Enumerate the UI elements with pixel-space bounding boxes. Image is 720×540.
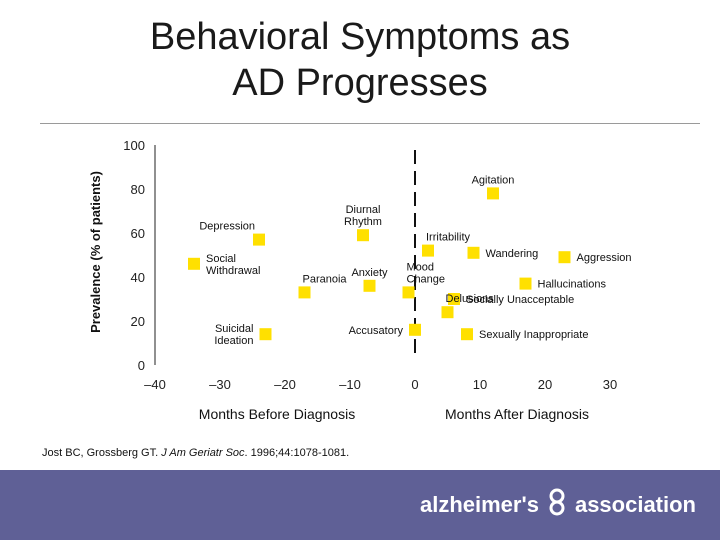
y-tick-label: 0 [138,358,145,373]
x-tick-label: –40 [144,377,166,392]
x-tick-label: –30 [209,377,231,392]
citation: Jost BC, Grossberg GT. J Am Geriatr Soc.… [42,447,349,459]
x-tick-label: 30 [603,377,617,392]
x-axis-title-before: Months Before Diagnosis [199,406,355,422]
data-point-label-line: Change [407,273,446,285]
citation-journal: J Am Geriatr Soc [161,447,245,459]
data-point-label: Socially Unacceptable [466,294,574,306]
y-tick-label: 100 [123,138,145,153]
data-point-label: Paranoia [303,273,348,285]
data-point-label: Anxiety [351,267,388,279]
data-point-marker [467,246,480,259]
x-axis-title-after: Months After Diagnosis [445,406,589,422]
x-tick-label: –20 [274,377,296,392]
data-point-label-line: Withdrawal [206,265,260,277]
data-point-marker [298,286,311,299]
data-point-label: Depression [199,221,255,233]
data-point-marker [487,187,499,200]
y-tick-label: 80 [131,182,145,197]
data-point-label-line: Irritability [426,232,471,244]
data-point-label-line: Social [206,253,236,265]
purple-link-icon [545,487,569,523]
title-line-2: AD Progresses [232,62,488,104]
data-point-label-line: Depression [199,221,255,233]
data-point-marker [558,251,571,264]
data-point-label-line: Sexually Inappropriate [479,329,588,341]
data-point-label: Wandering [486,248,539,260]
y-tick-label: 20 [131,314,145,329]
data-point-marker [409,323,421,336]
x-tick-label: 20 [538,377,552,392]
x-tick-label: 10 [473,377,487,392]
page-title: Behavioral Symptoms as AD Progresses [0,14,720,106]
data-point-label-line: Hallucinations [538,279,607,291]
x-tick-label: 0 [411,377,418,392]
data-point-label-line: Socially Unacceptable [466,294,574,306]
data-point-label-line: Paranoia [303,273,348,285]
y-axis-title: Prevalence (% of patients) [88,171,103,333]
data-point-marker [253,233,265,246]
data-point-label: Irritability [426,232,471,244]
y-tick-label: 40 [131,270,145,285]
title-divider [40,123,700,124]
brand-logo: alzheimer's association [419,487,696,523]
data-point-marker [363,279,376,292]
data-point-marker [519,277,532,290]
brand-text-right: association [574,492,696,517]
data-point-label-line: Wandering [486,248,539,260]
data-point-label-line: Delusions [446,293,495,305]
data-point-label-line: Anxiety [351,267,388,279]
title-line-1: Behavioral Symptoms as [149,16,571,58]
data-point-label: Agitation [472,174,515,186]
data-point-marker [441,306,454,319]
data-point-label-line: Diurnal [346,204,381,216]
brand-text-left: alzheimer's [419,492,539,517]
y-tick-label: 60 [131,226,145,241]
data-point-marker [422,244,434,257]
data-point-label: Sexually Inappropriate [479,329,588,341]
data-point-label-line: Mood [407,261,435,273]
data-point-marker [188,257,200,270]
data-point-label-line: Rhythm [344,216,382,228]
data-point-marker [461,328,473,341]
citation-details: . 1996;44:1078-1081. [244,447,350,459]
data-point-marker [448,293,460,305]
data-point-marker [259,328,272,341]
footer-bar: alzheimer's association [0,470,720,540]
data-point-label-line: Suicidal [215,323,254,335]
data-point-label: Aggression [577,252,632,264]
data-point-label: Accusatory [349,325,404,337]
data-point-label-line: Aggression [577,252,632,264]
data-point-marker [357,229,369,242]
data-point-label-line: Ideation [214,335,253,347]
citation-authors: Jost BC, Grossberg GT. [42,447,162,459]
data-point-label: Delusions [446,293,495,305]
data-point-marker [402,286,415,299]
data-point-label-line: Accusatory [349,325,404,337]
data-point-label-line: Agitation [472,174,515,186]
x-tick-label: –10 [339,377,361,392]
data-point-label: Hallucinations [538,279,607,291]
